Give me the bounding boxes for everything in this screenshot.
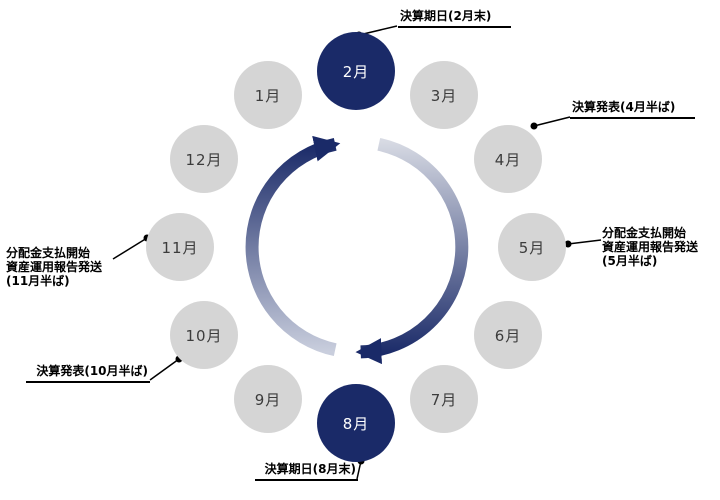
month-label: 12月 [185,150,223,169]
month-circle-6: 6月 [474,301,542,369]
annotation-text: (5月半ば) [602,254,658,268]
annotation-text: 決算発表(4月半ば) [572,100,676,114]
cycle-arrow-left [245,135,341,357]
annotation-text: 資産運用報告発送 [6,260,103,274]
callout-line-apr [533,116,571,127]
month-label: 9月 [254,390,282,409]
month-circle-4: 4月 [474,125,542,193]
month-label: 8月 [342,414,370,433]
annotation-text: 分配金支払開始 [602,226,687,240]
month-label: 1月 [254,86,282,105]
annotation-distribution-nov: 分配金支払開始 資産運用報告発送 (11月半ば) [6,246,102,288]
month-label: 6月 [494,326,522,345]
annotation-text: 資産運用報告発送 [602,240,699,254]
month-label: 5月 [518,238,546,257]
annotation-text: (11月半ば) [6,274,70,288]
annotation-settlement-aug: 決算期日(8月末) [254,462,358,481]
month-label: 7月 [430,390,458,409]
month-circle-2: 2月 [317,32,395,110]
month-circle-11: 11月 [146,213,214,281]
callout-line-nov [112,237,148,260]
annotation-text: 決算発表(10月半ば) [36,364,148,378]
callout-line-may [567,239,602,245]
month-circle-12: 12月 [170,125,238,193]
annotation-distribution-may: 分配金支払開始 資産運用報告発送 (5月半ば) [602,226,698,268]
cycle-arrow-right [355,137,469,365]
month-circle-9: 9月 [234,365,302,433]
month-label: 10月 [185,326,223,345]
month-circle-8: 8月 [317,384,395,462]
annotation-results-apr: 決算発表(4月半ば) [570,100,696,119]
annotation-text: 決算期日(8月末) [264,462,356,476]
callout-dot-apr [530,122,538,130]
month-circle-10: 10月 [170,301,238,369]
month-label: 3月 [430,86,458,105]
annotation-text: 決算期日(2月末) [400,9,492,23]
month-circle-3: 3月 [410,61,478,129]
annotation-settlement-feb: 決算期日(2月末) [398,9,512,28]
month-circle-1: 1月 [234,61,302,129]
month-label: 2月 [342,62,370,81]
callout-line-oct [149,358,180,381]
month-label: 4月 [494,150,522,169]
month-circle-5: 5月 [498,213,566,281]
annotation-results-oct: 決算発表(10月半ば) [26,364,150,383]
month-circle-7: 7月 [410,365,478,433]
annotation-text: 分配金支払開始 [6,246,91,260]
month-label: 11月 [161,238,199,257]
